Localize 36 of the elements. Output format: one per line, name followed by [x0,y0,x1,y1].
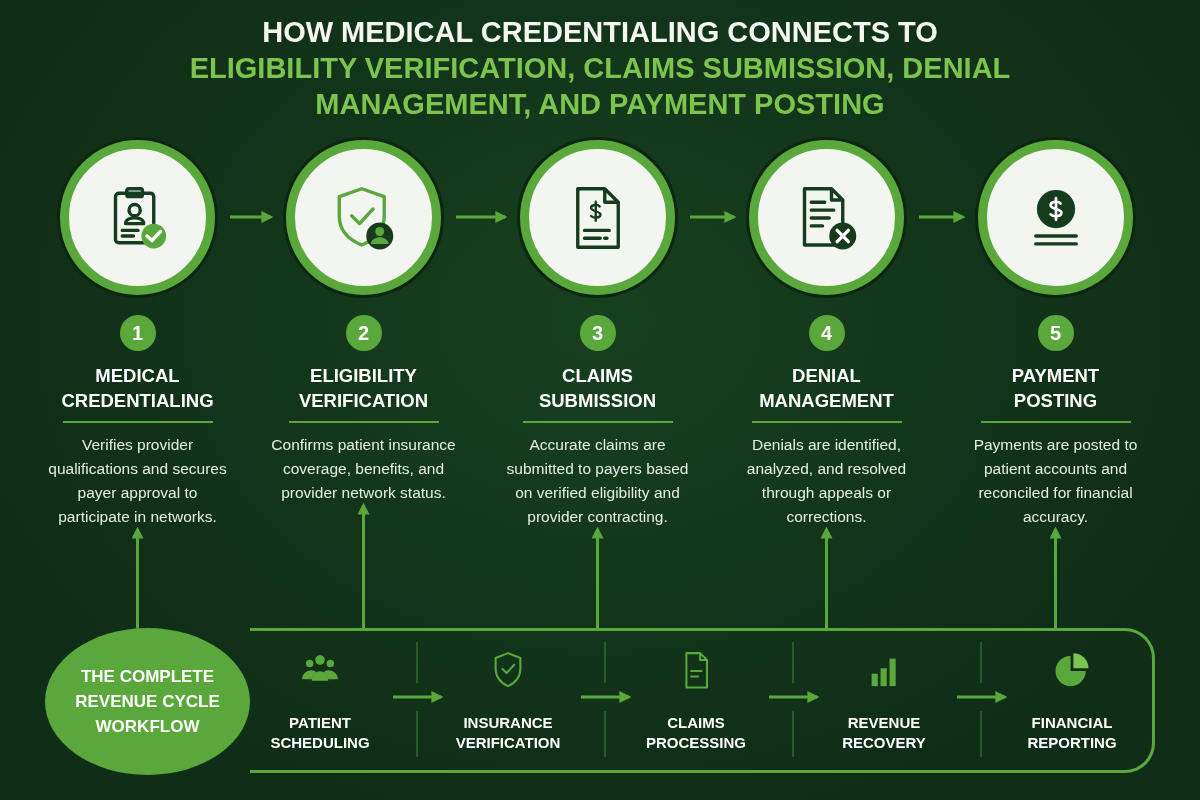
stage-label: PATIENT SCHEDULING [269,713,371,753]
arrow [957,691,1008,703]
stage-label: REVENUE RECOVERY [841,713,927,753]
arrow [1049,526,1062,628]
arrow [393,691,444,703]
arrow [230,211,274,223]
title-circle: THE COMPLETE REVENUE CYCLE WORKFLOW [45,628,250,775]
stage-label: INSURANCE VERIFICATION [454,713,562,753]
step-description: Verifies provider qualifications and secures payer approval to participate in networks. [47,435,228,527]
step-heading: ELIGIBILITY VERIFICATION [297,364,430,413]
arrow [456,211,508,223]
step-heading: MEDICAL CREDENTIALING [60,364,215,413]
arrow [820,526,833,628]
arrow [581,691,632,703]
step-description: Accurate claims are submitted to payers based on verified eligibility and provider contracting. [505,435,690,527]
arrow [919,211,966,223]
stage-label: CLAIMS PROCESSING [645,713,747,753]
title: HOW MEDICAL CREDENTIALING CONNECTS TO ELIGIBILITY VERIFICATION, CLAIMS SUBMISSION, DENIAL MANAGEMENT, AND PAYMENT POSTING [188,15,1012,122]
step-number: 5 [1037,315,1074,351]
arrow [357,502,370,628]
step-description: Confirms patient insurance coverage, benefits, and provider network status. [271,435,456,503]
stage-label: FINANCIAL REPORTING [1026,713,1118,753]
workflow-band [250,628,1155,773]
step-number: 4 [808,315,845,351]
step-heading: DENIAL MANAGEMENT [758,364,895,413]
arrow [131,526,144,629]
arrow [769,691,820,703]
step-description: Denials are identified, analyzed, and resolved through appeals or corrections. [745,435,908,527]
arrow [690,211,737,223]
step-number: 2 [345,315,382,351]
arrow [591,526,604,628]
step-heading: CLAIMS SUBMISSION [537,364,658,413]
step-number: 3 [579,315,616,351]
step-number: 1 [119,315,156,351]
step-heading: PAYMENT POSTING [1010,364,1101,413]
step-description: Payments are posted to patient accounts and reconciled for financial accuracy. [972,435,1139,527]
